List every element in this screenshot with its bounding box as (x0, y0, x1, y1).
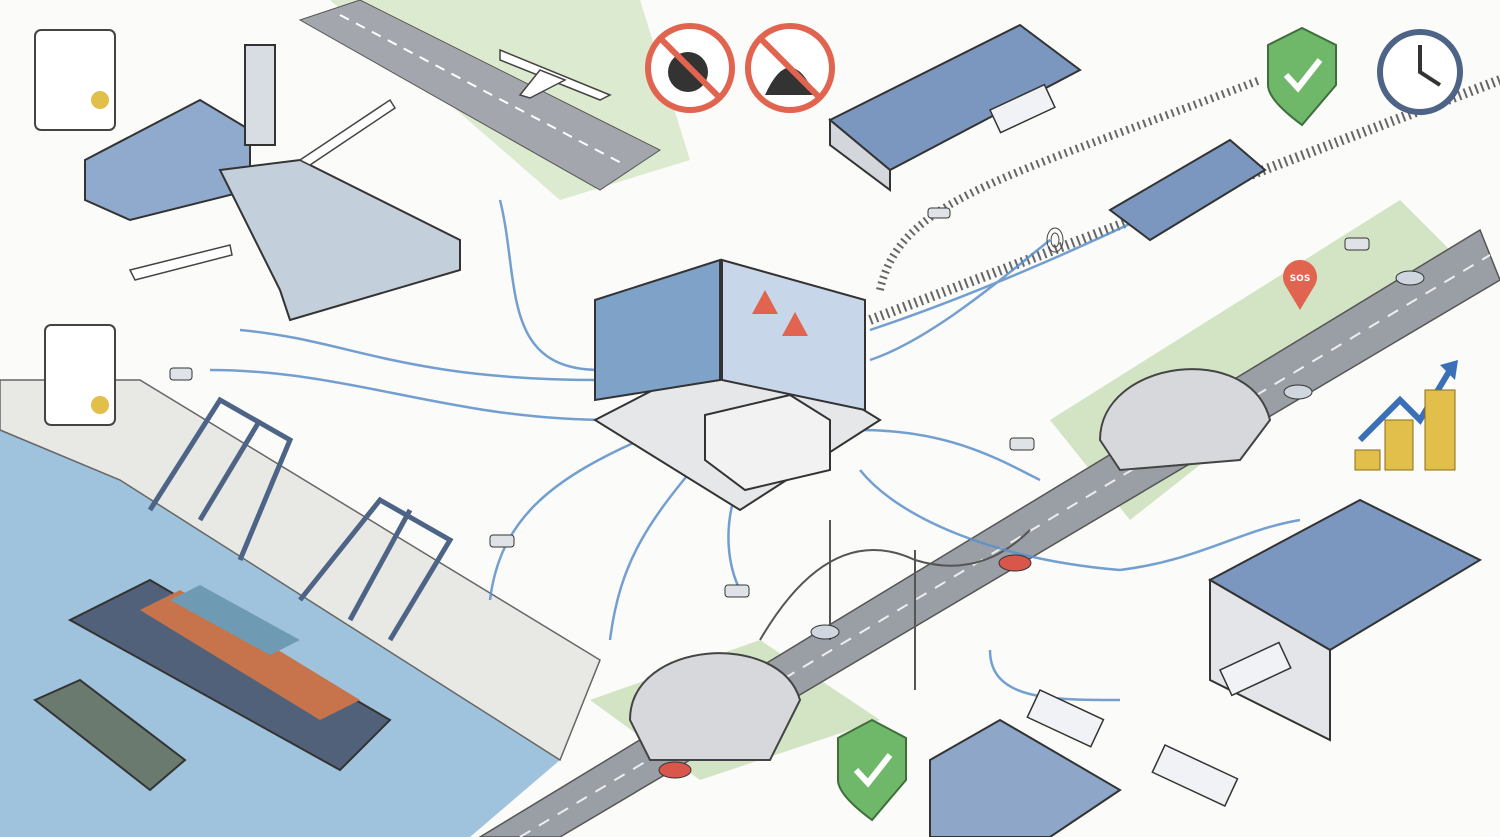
small-ship (33, 678, 187, 792)
no-bomb-icon (645, 23, 735, 113)
rail-warehouse (828, 23, 1267, 242)
shield-check-icon (1267, 26, 1337, 127)
certificate-icon-2 (44, 324, 116, 426)
no-hacker-icon (745, 23, 835, 113)
container-ship (67, 578, 392, 772)
trucks (989, 83, 1292, 807)
coins-icon (1354, 389, 1456, 471)
cctv-camera-icon (169, 207, 1370, 598)
tunnel-upper (1098, 368, 1272, 472)
clock-icon (1377, 29, 1463, 115)
control-tower (244, 44, 276, 146)
cars (658, 270, 1425, 779)
airplanes (128, 48, 612, 281)
control-building (704, 393, 831, 492)
airport-terminal (84, 44, 461, 322)
shield-check-icon-2 (837, 718, 907, 822)
sos-label: SOS (1290, 274, 1311, 284)
fingerprint-icon (1046, 227, 1064, 253)
suspension-bridge (759, 520, 1031, 690)
quay (0, 379, 601, 762)
control-center (592, 258, 882, 512)
map-video-wall (594, 258, 721, 402)
runway (298, 0, 661, 191)
harbor-cranes (147, 396, 454, 642)
certificate-icon (34, 29, 116, 131)
warning-icon-2 (782, 312, 808, 336)
tunnel-lower (628, 652, 802, 761)
sos-pin-icon: SOS (1283, 260, 1317, 310)
warning-icon (752, 290, 778, 314)
